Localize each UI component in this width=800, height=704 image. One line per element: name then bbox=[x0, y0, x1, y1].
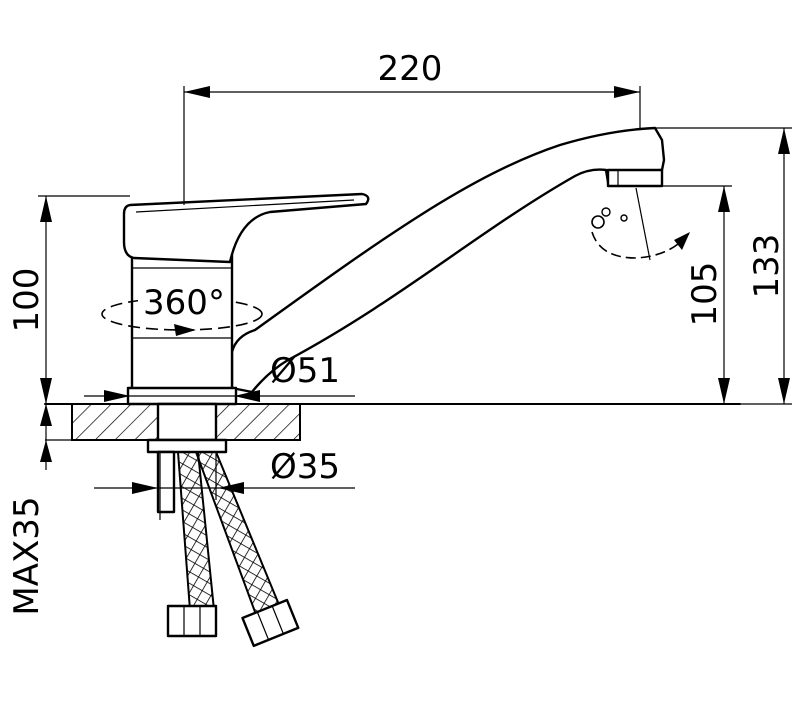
mounting-plate bbox=[146, 438, 228, 454]
aerator-outlet bbox=[606, 168, 664, 188]
dimension-max35: MAX35 bbox=[7, 404, 52, 616]
dimension-d35: Ø35 bbox=[94, 447, 355, 520]
mounting-shank bbox=[146, 402, 228, 514]
swivel-arrowhead bbox=[674, 232, 690, 250]
countertop bbox=[44, 403, 741, 441]
arrow-down bbox=[40, 404, 52, 426]
label-d51: Ø51 bbox=[270, 351, 340, 391]
spout bbox=[230, 126, 666, 394]
arrow-up bbox=[718, 186, 730, 212]
arrow-left bbox=[184, 86, 210, 98]
aerator-swivel-icon bbox=[591, 187, 691, 261]
hose-nut-right bbox=[241, 598, 300, 648]
body-cylinder bbox=[130, 253, 234, 392]
dimension-220: 220 bbox=[183, 49, 641, 205]
arrow-down bbox=[40, 378, 52, 404]
label-220: 220 bbox=[378, 49, 443, 89]
swivel-circle-dot bbox=[620, 214, 628, 222]
threaded-rod bbox=[156, 450, 176, 514]
dimension-105: 105 bbox=[660, 185, 732, 404]
label-105: 105 bbox=[685, 262, 725, 327]
arrow-right-in bbox=[132, 482, 158, 494]
shank-stud bbox=[156, 402, 218, 442]
arrow-right bbox=[614, 86, 640, 98]
swivel-arc bbox=[591, 231, 691, 259]
hose-nut-left bbox=[166, 604, 218, 638]
swivel-axis bbox=[635, 187, 651, 261]
lever-edge-line bbox=[135, 199, 355, 213]
arrow-down bbox=[718, 378, 730, 404]
label-360: 360° bbox=[143, 283, 225, 323]
dimension-100: 100 bbox=[7, 195, 130, 404]
lever-handle bbox=[122, 192, 370, 264]
arrow-right-in bbox=[104, 390, 130, 402]
faucet-body bbox=[122, 192, 370, 406]
swivel-circle-large bbox=[591, 215, 605, 229]
dimension-d51: Ø51 bbox=[84, 351, 355, 402]
arrow-down bbox=[778, 378, 790, 404]
spout-body bbox=[230, 126, 666, 394]
label-133: 133 bbox=[747, 234, 787, 299]
arrow-left-in bbox=[218, 482, 244, 494]
arrow-up bbox=[40, 440, 52, 462]
arrow-up bbox=[40, 196, 52, 222]
arrow-left-in bbox=[234, 390, 260, 402]
dimension-133: 133 bbox=[655, 127, 792, 405]
label-100: 100 bbox=[7, 268, 47, 333]
rotation-360: 360° bbox=[101, 283, 263, 336]
flex-hoses bbox=[166, 451, 300, 648]
label-d35: Ø35 bbox=[270, 447, 340, 487]
label-max35: MAX35 bbox=[7, 496, 47, 615]
rotation-arrowhead bbox=[174, 324, 196, 336]
swivel-circle-small bbox=[601, 207, 611, 217]
arrow-up bbox=[778, 128, 790, 154]
